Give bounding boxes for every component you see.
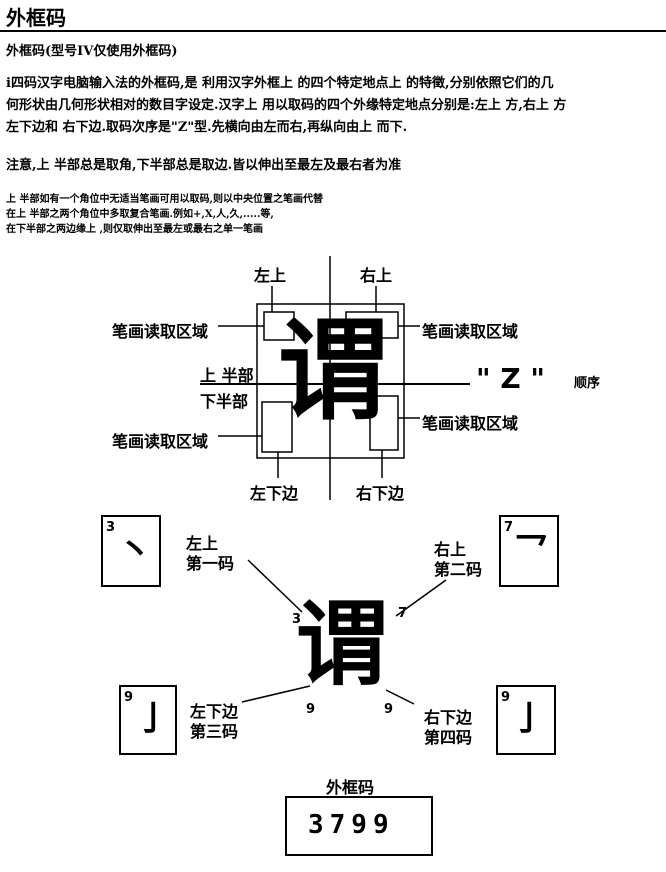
example-char-medium: 谓 — [296, 590, 389, 698]
char-digit-bl: 9 — [306, 702, 316, 717]
label-tl-2: 第一码 — [186, 554, 235, 573]
digit-bl: 9 — [124, 690, 134, 705]
digit-br: 9 — [501, 690, 511, 705]
page-title: 外框码 — [6, 6, 66, 30]
glyph-br: 亅 — [512, 699, 546, 739]
glyph-tl: 丶 — [118, 531, 152, 571]
intro-line-1: i四码汉字电脑输入法的外框码,是 利用汉字外框上 的四个特定地点上 的特徵,分别… — [6, 76, 554, 91]
note-line: 注意,上 半部总是取角,下半部总是取边.皆以伸出至最左及最右者为准 — [6, 158, 402, 173]
label-upper-half: 上 半部 — [200, 366, 254, 385]
glyph-tr: 乛 — [514, 531, 548, 571]
title-divider — [0, 30, 666, 32]
rule-line-1: 上 半部如有一个角位中无适当笔画可用以取码,则以中央位置之笔画代替 — [6, 194, 323, 205]
label-stroke-zone-bl: 笔画读取区域 — [112, 432, 209, 451]
glyph-bl: 亅 — [136, 699, 170, 739]
label-stroke-zone-br: 笔画读取区域 — [422, 414, 519, 433]
page-subtitle: 外框码(型号IV仅使用外框码) — [6, 44, 178, 59]
label-top-left: 左上 — [254, 266, 287, 285]
label-stroke-zone-tr: 笔画读取区域 — [422, 322, 519, 341]
intro-line-3: 左下边和 右下边.取码次序是"Z"型.先横向由左而右,再纵向由上 而下. — [6, 120, 408, 135]
label-bl-2: 第三码 — [190, 722, 239, 741]
label-br-1: 右下边 — [424, 708, 473, 727]
code-label: 外框码 — [326, 778, 375, 797]
label-bottom-left: 左下边 — [250, 484, 299, 503]
label-bl-1: 左下边 — [190, 702, 239, 721]
rule-line-2: 在上 半部之两个角位中多取复合笔画.例如+,X,人,久,.....等, — [6, 209, 274, 220]
label-bottom-right: 右下边 — [356, 484, 405, 503]
example-char-large: 谓 — [278, 306, 388, 435]
rule-line-3: 在下半部之两边缘上 ,则仅取伸出至最左或最右之单一笔画 — [6, 224, 263, 235]
digit-tl: 3 — [106, 520, 116, 535]
label-top-right: 右上 — [360, 266, 393, 285]
label-tl-1: 左上 — [186, 534, 219, 553]
char-digit-br: 9 — [384, 702, 394, 717]
label-z: " Z " — [476, 362, 545, 395]
code-value: 3799 — [308, 810, 395, 840]
label-stroke-zone-tl: 笔画读取区域 — [112, 322, 209, 341]
intro-line-2: 何形状由几何形状相对的数目字设定.汉字上 用以取码的四个外缘特定地点分别是:左上… — [6, 98, 567, 113]
label-tr-2: 第二码 — [434, 560, 483, 579]
digit-tr: 7 — [504, 520, 514, 535]
label-order: 顺序 — [574, 376, 601, 391]
label-lower-half: 下半部 — [200, 392, 249, 411]
label-br-2: 第四码 — [424, 728, 473, 747]
char-digit-tl: 3 — [292, 612, 302, 627]
label-tr-1: 右上 — [434, 540, 467, 559]
char-digit-tr: 7 — [398, 606, 408, 621]
